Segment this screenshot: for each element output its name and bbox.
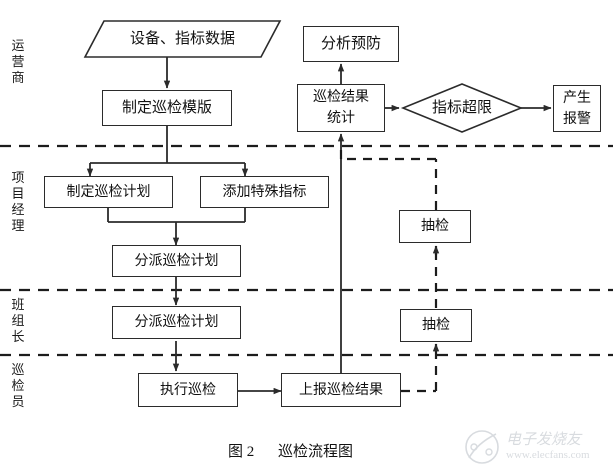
node-analysis-prevention[interactable]: 分析预防	[303, 26, 399, 62]
node-report-result[interactable]: 上报巡检结果	[281, 373, 401, 407]
lane-label-project-manager: 项目经理	[11, 170, 25, 233]
node-spot-check-lower[interactable]: 抽检	[400, 309, 472, 342]
node-make-plan[interactable]: 制定巡检计划	[44, 176, 173, 208]
node-spot-check-upper[interactable]: 抽检	[399, 210, 471, 243]
node-result-statistics[interactable]: 巡检结果 统计	[297, 84, 385, 132]
node-generate-alarm[interactable]: 产生 报警	[553, 85, 601, 132]
figure-caption-number: 图 2	[228, 444, 255, 460]
lane-label-inspector: 巡检员	[11, 362, 25, 409]
node-make-template[interactable]: 制定巡检模版	[102, 90, 232, 126]
lane-label-team-leader: 班组长	[11, 297, 25, 344]
node-add-special-indicator[interactable]: 添加特殊指标	[200, 176, 329, 208]
figure-caption-title: 巡检流程图	[278, 444, 354, 460]
data-input-shape	[83, 20, 282, 58]
node-assign-plan-leader[interactable]: 分派巡检计划	[112, 306, 241, 339]
solid-connectors	[86, 57, 552, 395]
node-data-input[interactable]: 设备、指标数据	[129, 30, 235, 47]
lane-label-operator: 运营商	[11, 38, 25, 85]
node-assign-plan-pm[interactable]: 分派巡检计划	[112, 245, 241, 277]
node-indicator-exceed[interactable]: 指标超限	[431, 99, 492, 116]
dashed-connectors	[341, 157, 440, 393]
indicator-exceed-shape	[400, 83, 524, 133]
lane-dividers	[0, 144, 613, 357]
node-execute-inspection[interactable]: 执行巡检	[138, 373, 238, 407]
